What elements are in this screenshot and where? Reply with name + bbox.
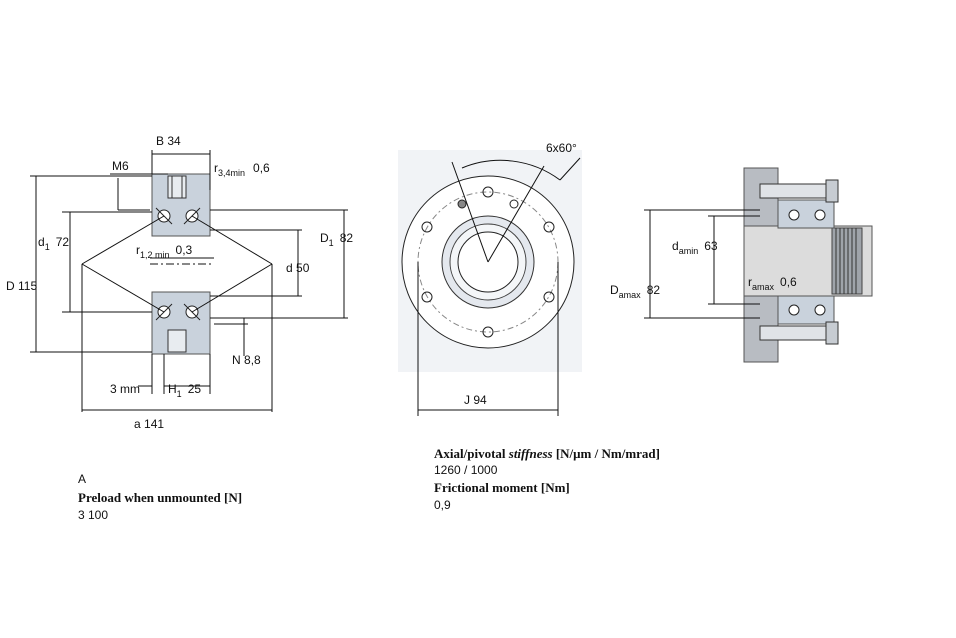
front-view-labels: 6x60° J 94 xyxy=(464,141,577,407)
friction-value: 0,9 xyxy=(434,498,451,512)
label-M6: M6 xyxy=(112,159,129,173)
label-B: B 34 xyxy=(156,134,181,148)
bolt-hole xyxy=(421,291,433,303)
bolt-hole xyxy=(543,221,555,233)
label-d: d 50 xyxy=(286,261,310,275)
stiffness-value: 1260 / 1000 xyxy=(434,463,498,477)
label-a: a 141 xyxy=(134,417,164,431)
label-3mm: 3 mm xyxy=(110,382,140,396)
lower-bolt-head xyxy=(167,329,187,353)
lower-screw xyxy=(759,325,827,341)
cross-section-view xyxy=(30,150,348,412)
bolt-hole xyxy=(421,221,433,233)
bolt-hole xyxy=(482,186,494,198)
shaft-thread xyxy=(831,227,863,295)
lower-bearing-mounted xyxy=(777,295,835,325)
lower-screw-head xyxy=(825,321,839,345)
threaded-hole xyxy=(457,199,467,209)
upper-bearing-mounted xyxy=(777,199,835,229)
shaft-thread-lines xyxy=(835,228,857,294)
upper-bolt-head xyxy=(167,175,187,199)
label-holes: 6x60° xyxy=(546,141,577,155)
preload-label: Preload when unmounted [N] xyxy=(78,490,243,505)
friction-label: Frictional moment [Nm] xyxy=(434,480,570,495)
stiffness-label: Axial/pivotal stiffness [N/μm / Nm/mrad] xyxy=(434,446,660,461)
upper-screw xyxy=(759,183,827,199)
upper-screw-head xyxy=(825,179,839,203)
series-label: A xyxy=(78,472,87,486)
bolt-hole xyxy=(543,291,555,303)
front-view xyxy=(398,150,582,416)
mounting-view xyxy=(644,167,873,363)
preload-value: 3 100 xyxy=(78,508,109,522)
bolt-hole xyxy=(482,326,494,338)
label-N: N 8,8 xyxy=(232,353,261,367)
label-J: J 94 xyxy=(464,393,487,407)
label-D: D 115 xyxy=(6,279,37,293)
threaded-hole xyxy=(509,199,519,209)
